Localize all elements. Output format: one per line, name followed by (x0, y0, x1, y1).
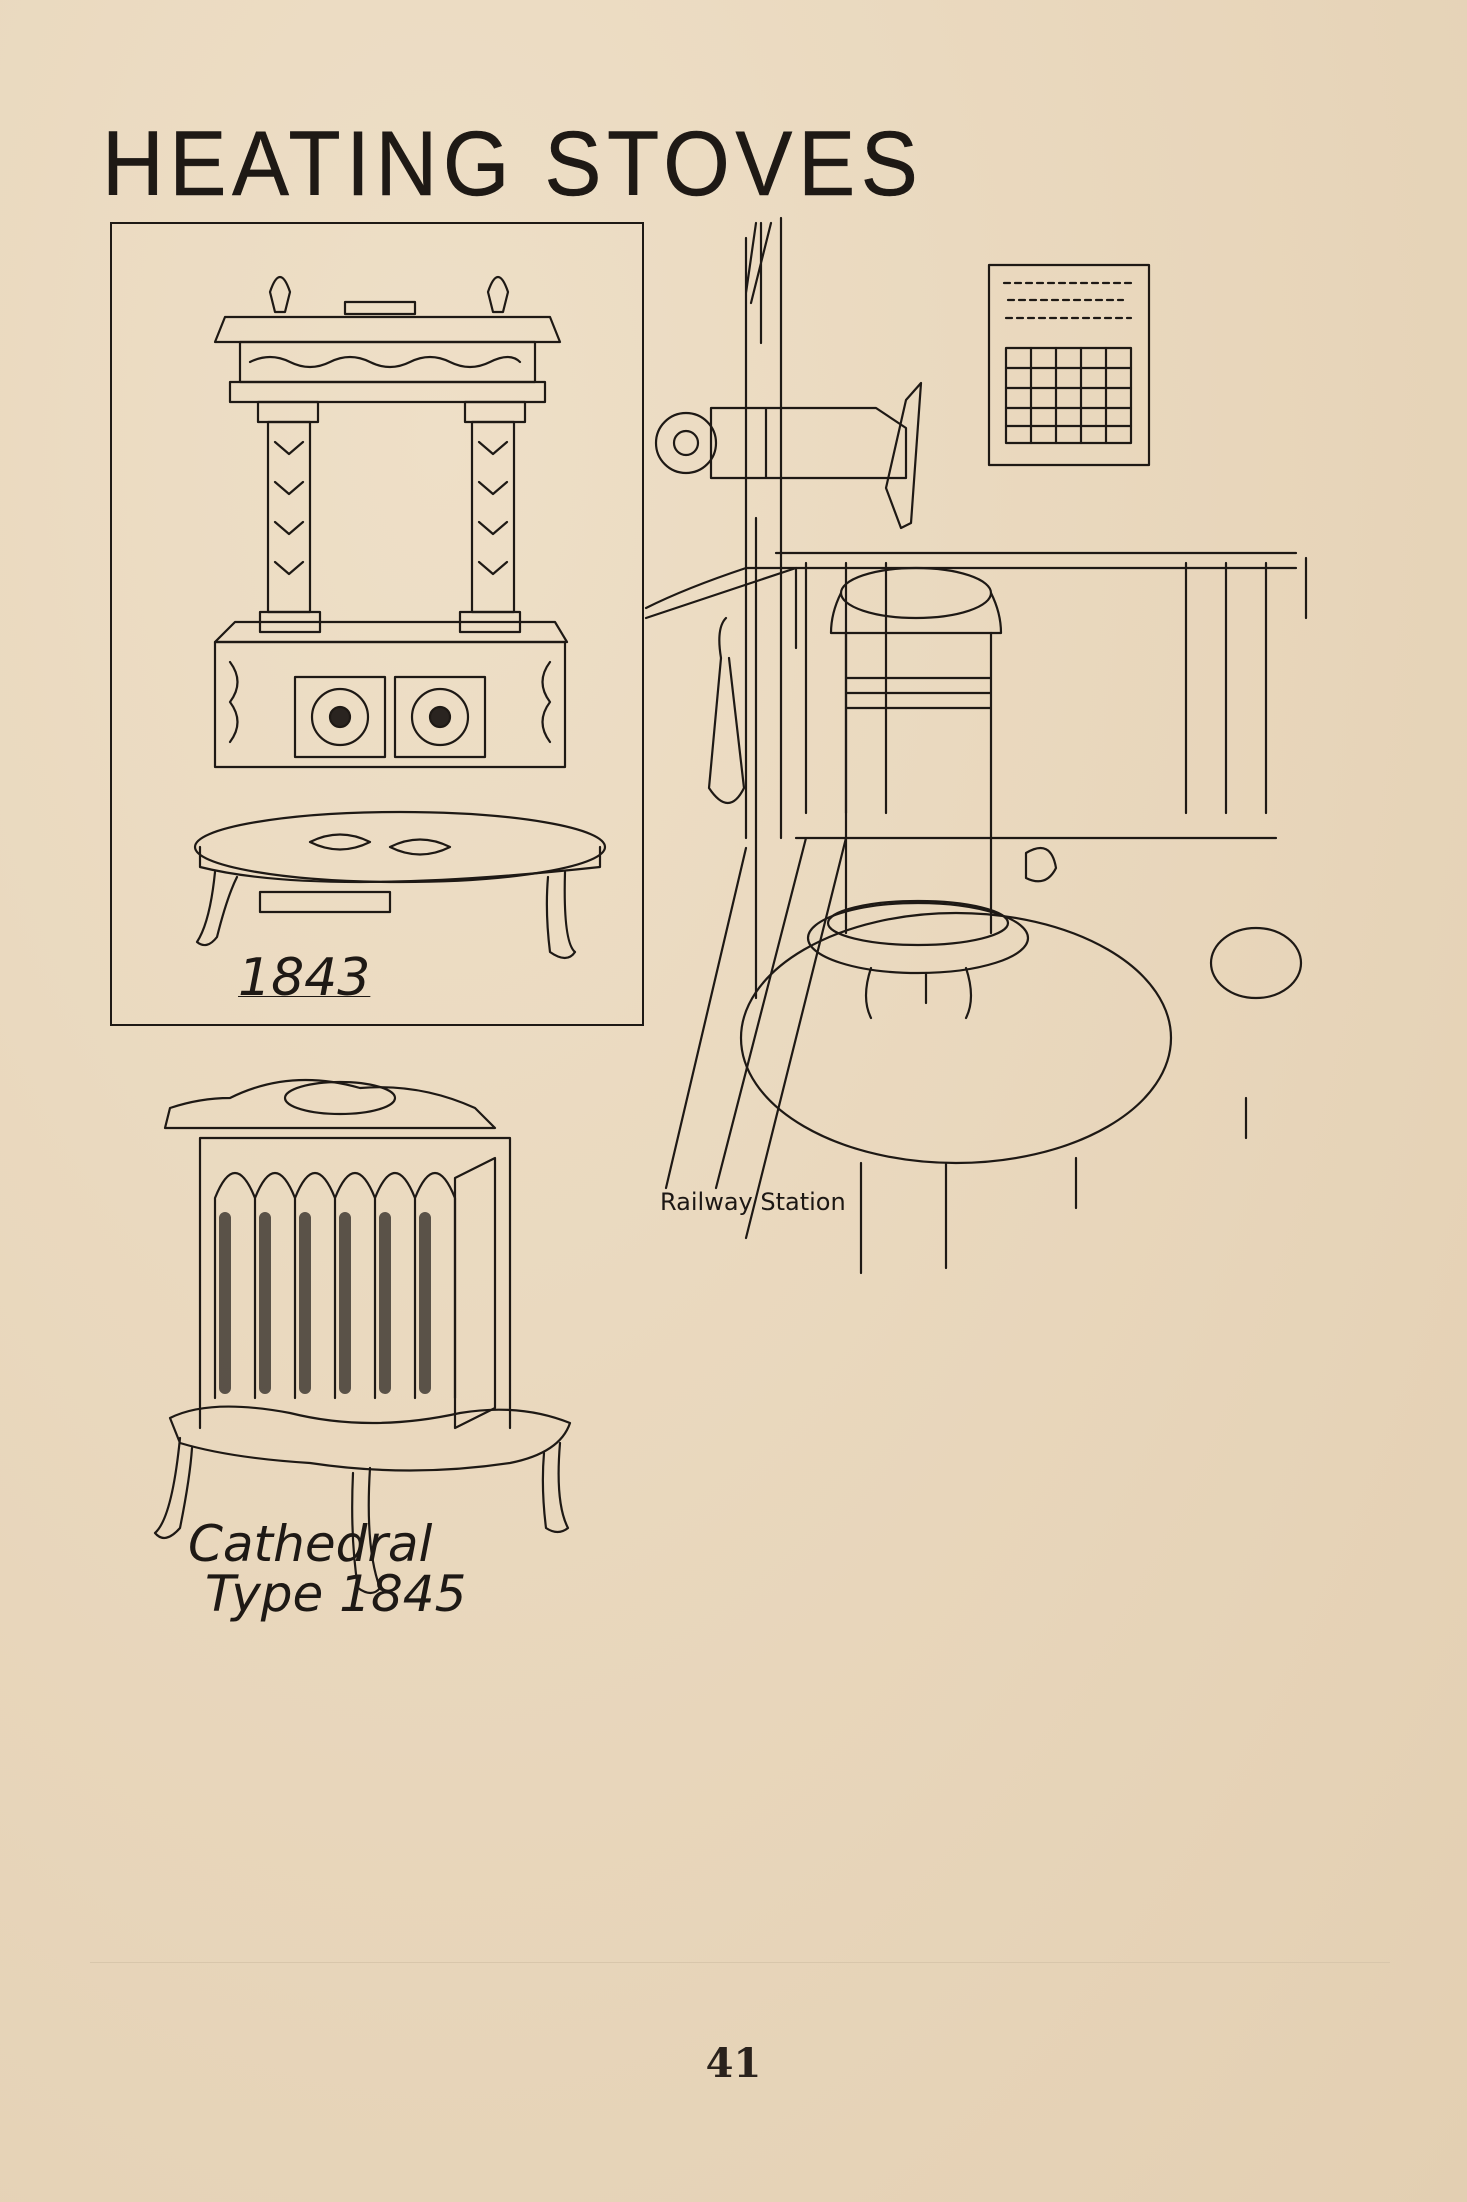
caption-cathedral-line1: Cathedral (188, 1515, 433, 1573)
illustration-frame-1843 (110, 222, 644, 1026)
caption-railway-station: Railway Station (660, 1188, 846, 1216)
page-number: 41 (705, 2040, 762, 2087)
cathedral-stove-illustration (153, 1078, 572, 1595)
railway-station-stove-illustration (644, 216, 1308, 1275)
stove-1843-illustration (193, 275, 607, 960)
caption-cathedral-line2: Type 1845 (205, 1565, 467, 1623)
caption-1843: 1843 (238, 948, 371, 1008)
faint-divider (90, 1962, 1390, 1963)
page-title: HEATING STOVES (102, 113, 924, 216)
